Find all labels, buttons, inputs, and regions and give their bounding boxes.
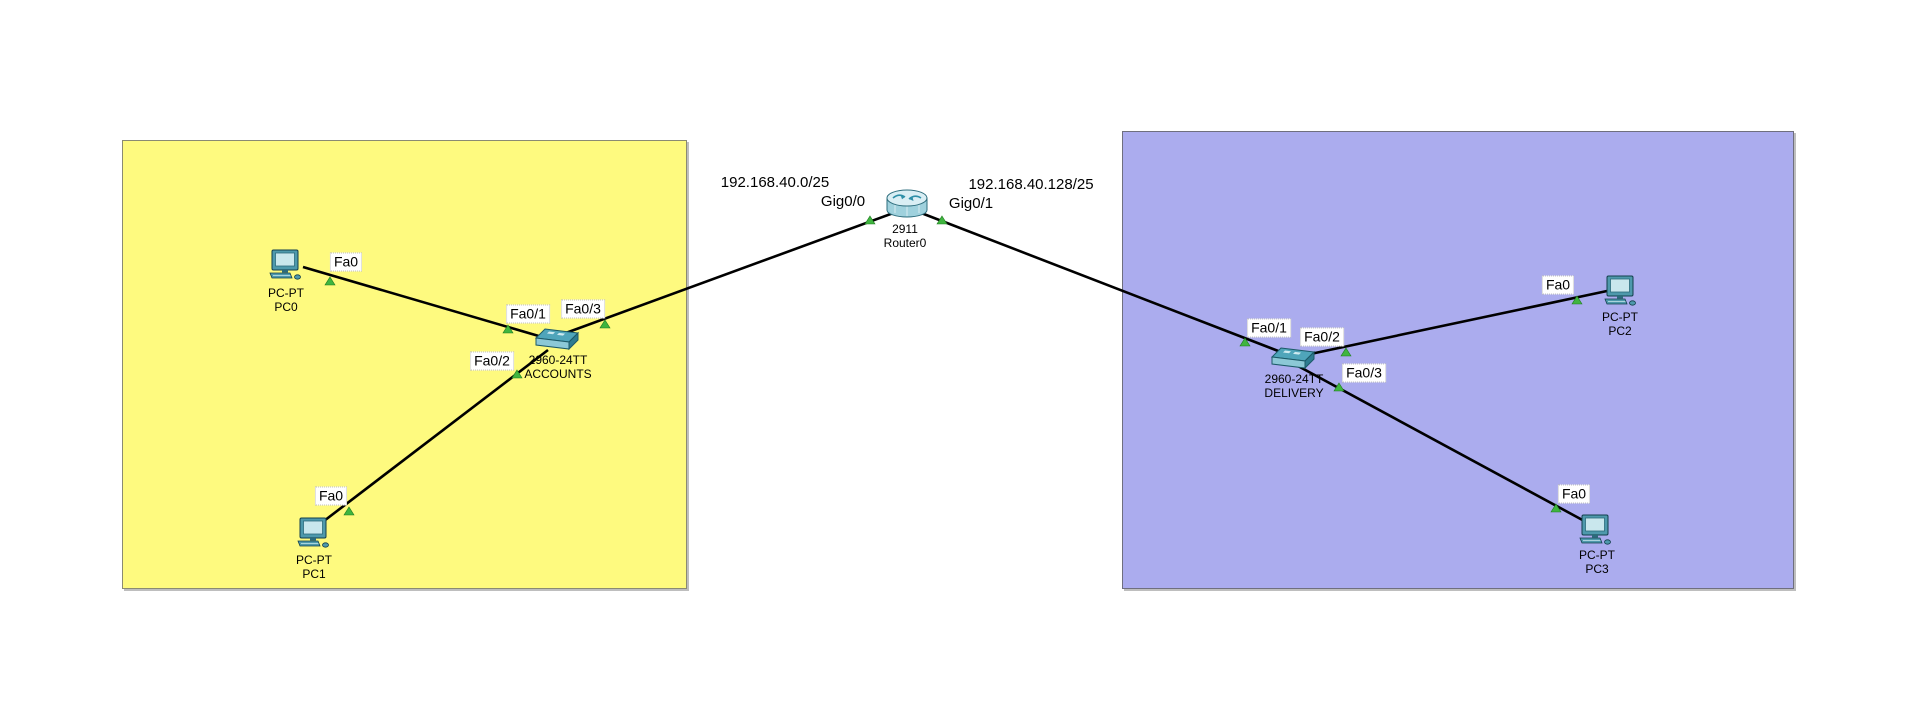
delivery-name: DELIVERY (1264, 386, 1324, 400)
link-accounts-router0[interactable] (562, 209, 900, 336)
port-label-delivery-fa0-2: Fa0/2 (1300, 327, 1344, 347)
pc1-icon[interactable] (297, 517, 329, 548)
pc1-label: PC-PT PC1 (296, 553, 332, 581)
pc1-model: PC-PT (296, 553, 332, 567)
accounts-switch-icon[interactable] (535, 328, 579, 350)
link-status-arrow (1340, 347, 1352, 357)
router0-icon[interactable] (886, 189, 928, 218)
port-label-accounts-fa0-2: Fa0/2 (470, 351, 514, 371)
pc0-label: PC-PT PC0 (268, 286, 304, 314)
port-label-delivery-fa0-3: Fa0/3 (1342, 363, 1386, 383)
delivery-zone[interactable] (1122, 131, 1794, 589)
port-label-pc3-fa0: Fa0 (1557, 484, 1591, 504)
router0-name: Router0 (883, 236, 927, 250)
pc2-label: PC-PT PC2 (1602, 310, 1638, 338)
accounts-zone[interactable] (122, 140, 687, 589)
port-label-pc0-fa0: Fa0 (329, 252, 363, 272)
link-status-arrow (343, 506, 355, 516)
link-delivery-pc2[interactable] (1300, 289, 1608, 358)
pc3-label: PC-PT PC3 (1579, 548, 1615, 576)
port-label-accounts-fa0-1: Fa0/1 (506, 304, 550, 324)
port-label-accounts-fa0-3: Fa0/3 (561, 299, 605, 319)
port-label-gig0-0: Gig0/0 (817, 193, 869, 211)
pc3-model: PC-PT (1579, 548, 1615, 562)
link-delivery-pc3[interactable] (1297, 364, 1589, 525)
subnet-label-left: 192.168.40.0/25 (717, 174, 833, 192)
router0-label: 2911 Router0 (884, 222, 927, 250)
delivery-model: 2960-24TT (1264, 372, 1324, 386)
router0-model: 2911 (892, 222, 918, 236)
accounts-model: 2960-24TT (528, 353, 588, 367)
pc3-icon[interactable] (1579, 514, 1611, 545)
pc2-name: PC2 (1608, 324, 1632, 338)
subnet-label-right: 192.168.40.128/25 (965, 176, 1097, 194)
link-status-arrow (324, 276, 336, 286)
pc2-model: PC-PT (1602, 310, 1638, 324)
port-label-pc2-fa0: Fa0 (1541, 275, 1575, 295)
pc3-name: PC3 (1585, 562, 1609, 576)
port-label-gig0-1: Gig0/1 (945, 195, 997, 213)
pc2-icon[interactable] (1604, 275, 1636, 306)
delivery-label: 2960-24TT DELIVERY (1264, 372, 1323, 400)
delivery-switch-icon[interactable] (1271, 347, 1315, 369)
port-label-pc1-fa0: Fa0 (314, 486, 348, 506)
link-pc1-accounts[interactable] (319, 348, 549, 526)
pc0-icon[interactable] (269, 249, 301, 280)
pc0-name: PC0 (274, 300, 298, 314)
link-pc0-accounts[interactable] (302, 265, 550, 341)
pc0-model: PC-PT (268, 286, 304, 300)
port-label-delivery-fa0-1: Fa0/1 (1247, 318, 1291, 338)
link-router0-delivery[interactable] (915, 209, 1287, 356)
pc1-name: PC1 (302, 567, 326, 581)
accounts-label: 2960-24TT ACCOUNTS (524, 353, 591, 381)
accounts-name: ACCOUNTS (524, 367, 592, 381)
